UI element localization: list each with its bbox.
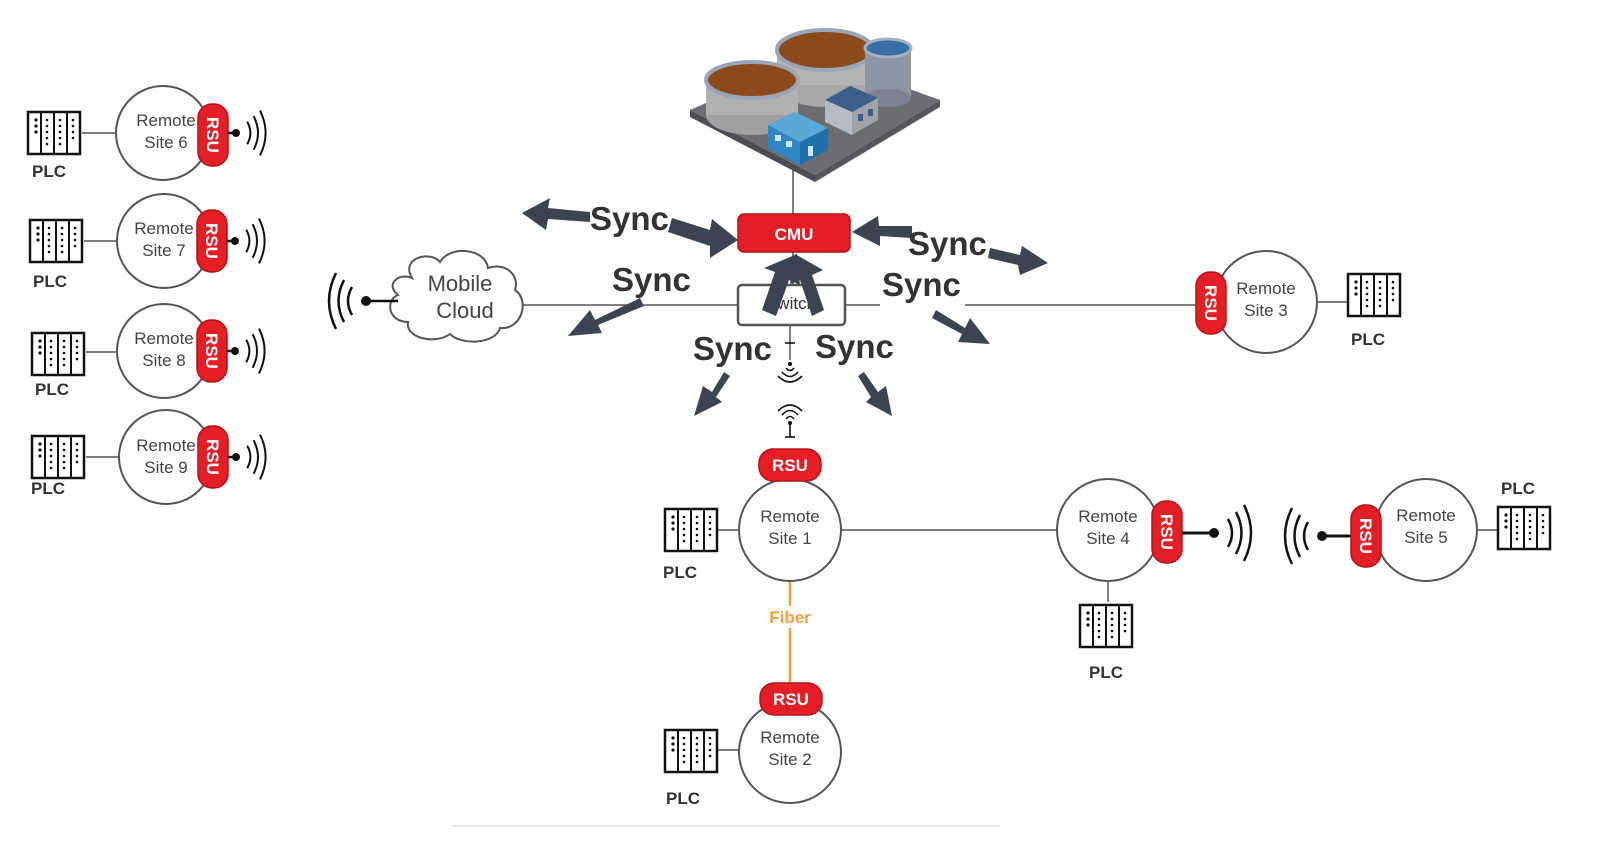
cmu-box[interactable]: CMU [737,213,851,253]
site-line2: Site 5 [1404,528,1447,547]
wireless-signal-icon [777,404,803,426]
sync-arrows [522,198,1048,416]
radio-wave-icon [1283,506,1329,566]
remote-site-8[interactable]: Remote Site 8 [116,303,212,399]
plc-rack-icon [1078,603,1134,649]
plc-label: PLC [1351,330,1385,349]
radio-wave-icon [230,433,267,481]
rsu-label: RSU [1356,518,1375,554]
rsu-badge[interactable]: RSU [196,209,228,273]
remote-site-9[interactable]: Remote Site 9 [118,409,214,505]
plc-rack-icon [1346,272,1402,318]
rsu-badge[interactable]: RSU [1195,271,1227,335]
sync-label: Sync [908,225,987,262]
site-line2: Site 9 [144,458,187,477]
rsu-label: RSU [202,223,221,259]
plc-rack-icon [30,434,86,480]
rsu-label: RSU [202,333,221,369]
switch-box[interactable]: Switch [736,283,847,327]
site-line2: Site 3 [1244,301,1287,320]
rsu-label: RSU [203,439,222,475]
site-line1: Remote [760,728,820,747]
mobile-cloud[interactable]: Mobile Cloud [389,249,524,343]
site-line1: Remote [1078,507,1138,526]
rsu-badge[interactable]: RSU [758,448,822,482]
radio-wave-icon [327,271,373,331]
plc-label: PLC [666,789,700,808]
site-line1: Remote [134,329,194,348]
rsu-label: RSU [773,690,809,709]
site-line1: Remote [136,111,196,130]
plc-rack-icon [30,331,86,377]
sync-label: Sync [612,261,691,298]
plc-label: PLC [1089,663,1123,682]
cloud-line1: Mobile [428,271,493,296]
plc-label: PLC [663,563,697,582]
plc-label: PLC [33,272,67,291]
plc-label: PLC [32,162,66,181]
plc-rack-icon [1496,505,1552,551]
site-line2: Site 1 [768,529,811,548]
radio-wave-icon [229,217,266,265]
plc-label: PLC [31,479,65,498]
remote-site-3[interactable]: Remote Site 3 [1214,250,1318,354]
rsu-label: RSU [1157,514,1176,550]
site-line2: Site 2 [768,750,811,769]
rsu-badge[interactable]: RSU [197,103,229,167]
remote-site-7[interactable]: Remote Site 7 [116,193,212,289]
rsu-label: RSU [772,456,808,475]
radio-wave-icon [229,327,266,375]
site-line1: Remote [1396,506,1456,525]
remote-site-1[interactable]: Remote Site 1 [738,478,842,582]
sync-labels: Sync Sync Sync Sync Sync Sync [590,200,987,367]
rsu-badge[interactable]: RSU [1350,504,1382,568]
plc-label: PLC [35,380,69,399]
rsu-label: RSU [1201,285,1220,321]
rsu-badge[interactable]: RSU [1151,500,1183,564]
plc-rack-icon [28,218,84,264]
site-line1: Remote [760,507,820,526]
cmu-label: CMU [775,225,814,244]
sync-label: Sync [882,266,961,303]
radio-wave-icon [230,109,267,157]
site-line2: Site 6 [144,133,187,152]
site-line1: Remote [1236,279,1296,298]
remote-site-4[interactable]: Remote Site 4 [1056,478,1160,582]
remote-site-5[interactable]: Remote Site 5 [1374,478,1478,582]
rsu-label: RSU [203,117,222,153]
water-treatment-plant-icon [690,28,940,182]
site-line2: Site 4 [1086,529,1129,548]
sync-label: Sync [693,330,772,367]
site-line2: Site 8 [142,351,185,370]
plc-rack-icon [663,507,719,553]
sync-label: Sync [815,328,894,365]
remote-site-6[interactable]: Remote Site 6 [115,85,211,181]
plc-rack-icon [26,110,82,156]
radio-wave-icon [1207,503,1253,563]
wireless-signal-icon [777,361,803,383]
site-line1: Remote [134,219,194,238]
site-line2: Site 7 [142,241,185,260]
plc-rack-icon [663,728,719,774]
remote-site-2[interactable]: Remote Site 2 [738,700,842,804]
site-line1: Remote [136,436,196,455]
fiber-label: Fiber [769,608,811,627]
sync-label: Sync [590,200,669,237]
cloud-line2: Cloud [436,298,493,323]
rsu-badge[interactable]: RSU [759,682,823,716]
plc-label: PLC [1501,479,1535,498]
rsu-badge[interactable]: RSU [196,319,228,383]
rsu-badge[interactable]: RSU [197,425,229,489]
